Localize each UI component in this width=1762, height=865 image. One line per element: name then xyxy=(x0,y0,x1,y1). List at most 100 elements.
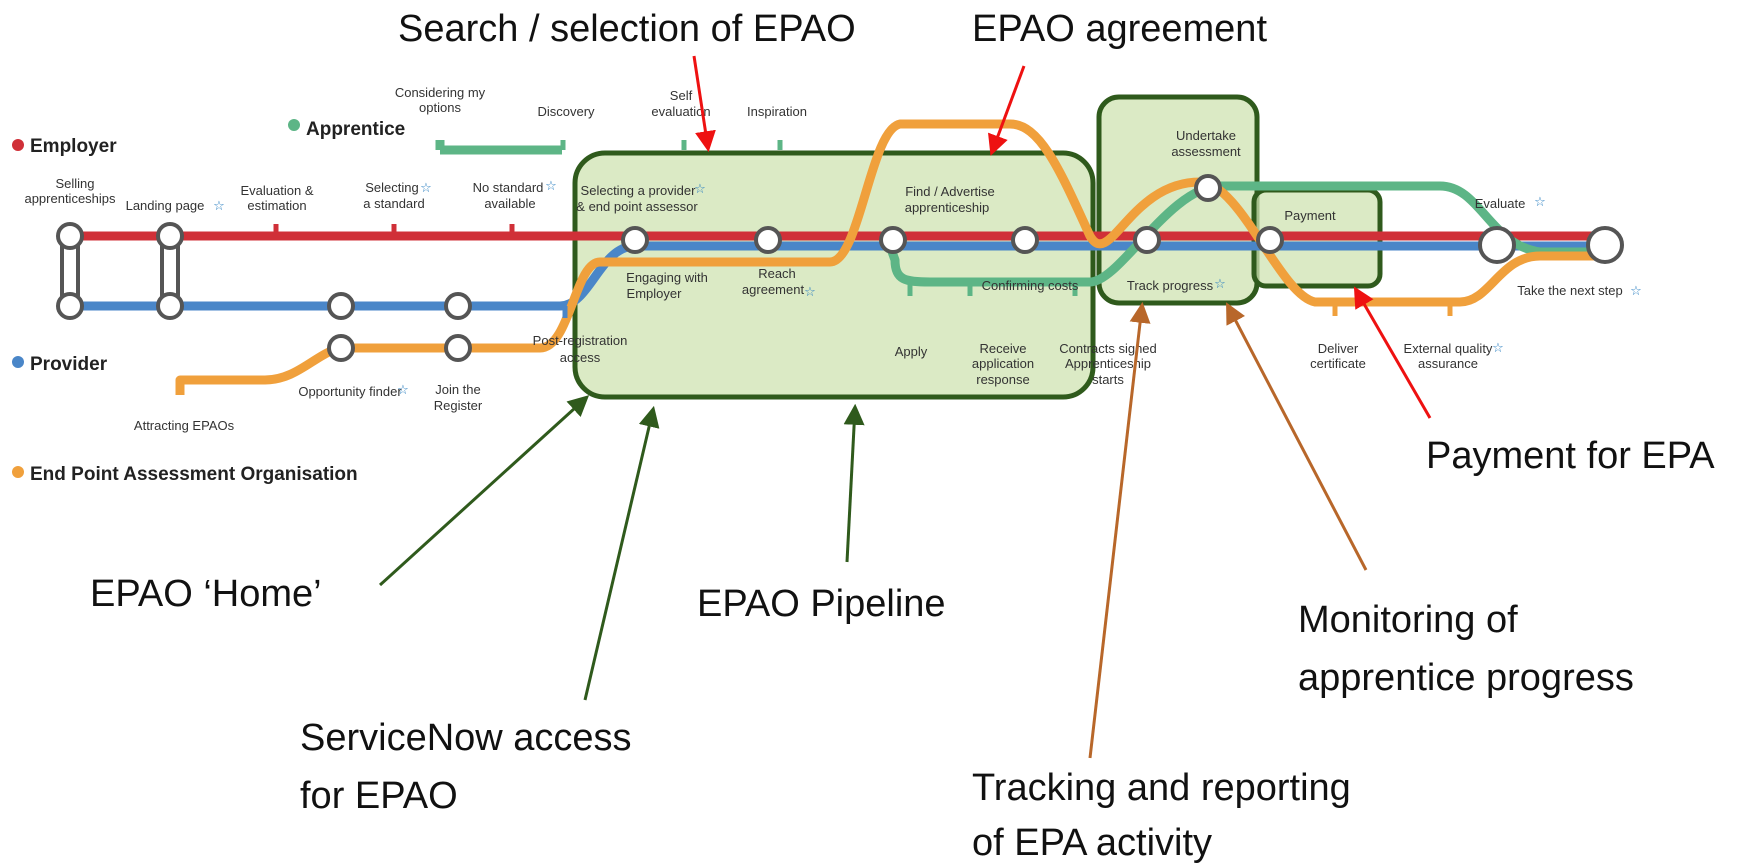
label-apply: Apply xyxy=(895,344,928,359)
arrow-search-selection xyxy=(692,55,716,153)
track-star-icon: ☆ xyxy=(1214,277,1226,292)
annotation-monitoring-2: apprentice progress xyxy=(1298,657,1634,699)
take-next-star-icon: ☆ xyxy=(1630,284,1642,299)
dashed-segments xyxy=(78,140,565,311)
legend-apprentice-dot xyxy=(288,119,300,131)
label-attracting: Attracting EPAOs xyxy=(134,418,235,433)
legend-epao-dot xyxy=(12,466,24,478)
annotation-search-selection: Search / selection of EPAO xyxy=(398,8,856,50)
legend: Employer Apprentice Provider End Point A… xyxy=(12,119,405,485)
label-reach-1: Reach xyxy=(758,266,796,281)
station-selling-bottom xyxy=(56,292,84,320)
station-track xyxy=(1133,226,1161,254)
no-std-star-icon: ☆ xyxy=(545,179,557,194)
station-final xyxy=(1586,226,1624,264)
label-deliver-1: Deliver xyxy=(1318,341,1359,356)
annotation-arrows xyxy=(378,55,1432,759)
label-sel-provider-2: & end point assessor xyxy=(576,199,698,214)
label-find-adv-1: Find / Advertise xyxy=(905,184,995,199)
label-contracts-3: starts xyxy=(1092,372,1124,387)
label-selling-2: apprenticeships xyxy=(24,191,116,206)
label-engaging-1: Engaging with xyxy=(626,270,708,285)
label-evaluation-1: Evaluation & xyxy=(241,183,314,198)
annotation-servicenow-2: for EPAO xyxy=(300,775,458,817)
station-opportunity-bottom xyxy=(327,334,355,362)
label-payment: Payment xyxy=(1284,208,1336,223)
annotation-tracking-2: of EPA activity xyxy=(972,822,1212,864)
label-undertake-1: Undertake xyxy=(1176,128,1236,143)
station-confirming xyxy=(1011,226,1039,254)
label-selling-1: Selling xyxy=(55,176,94,191)
label-external-1: External quality xyxy=(1404,341,1493,356)
label-self-eval-1: Self xyxy=(670,88,693,103)
label-engaging-2: Employer xyxy=(627,286,683,301)
annotation-epao-pipeline: EPAO Pipeline xyxy=(697,583,946,625)
station-join-bottom xyxy=(444,334,472,362)
annotation-payment-for-epa: Payment for EPA xyxy=(1426,435,1715,477)
external-star-icon: ☆ xyxy=(1492,341,1504,356)
label-external-2: assurance xyxy=(1418,356,1478,371)
route-lines xyxy=(70,119,1610,395)
station-reach-agreement xyxy=(754,226,782,254)
arrow-tracking xyxy=(1088,301,1151,759)
evaluate-star-icon: ☆ xyxy=(1534,195,1546,210)
legend-employer: Employer xyxy=(30,136,117,157)
station-landing-bottom xyxy=(156,292,184,320)
label-considering-1: Considering my xyxy=(395,85,486,100)
label-landing-page: Landing page xyxy=(126,198,205,213)
label-find-adv-2: apprenticeship xyxy=(905,200,990,215)
label-post-reg-2: access xyxy=(560,350,601,365)
station-evaluate xyxy=(1478,226,1516,264)
label-selecting-std-1: Selecting xyxy=(365,180,418,195)
annotation-monitoring-1: Monitoring of xyxy=(1298,599,1518,641)
selecting-std-star-icon: ☆ xyxy=(420,181,432,196)
label-receive-2: application xyxy=(972,356,1034,371)
label-evaluation-2: estimation xyxy=(247,198,306,213)
annotation-servicenow-1: ServiceNow access xyxy=(300,717,632,759)
label-deliver-2: certificate xyxy=(1310,356,1366,371)
legend-provider-dot xyxy=(12,356,24,368)
label-contracts-1: Contracts signed xyxy=(1059,341,1157,356)
label-evaluate: Evaluate xyxy=(1475,196,1526,211)
legend-employer-dot xyxy=(12,139,24,151)
label-post-reg-1: Post-registration xyxy=(533,333,628,348)
annotation-epao-agreement: EPAO agreement xyxy=(972,8,1267,50)
opportunity-star-icon: ☆ xyxy=(397,383,409,398)
legend-apprentice: Apprentice xyxy=(306,119,405,140)
legend-epao: End Point Assessment Organisation xyxy=(30,464,358,485)
station-landing-top xyxy=(156,222,184,250)
label-join-1: Join the xyxy=(435,382,481,397)
label-reach-2: agreement xyxy=(742,282,805,297)
station-find-advertise xyxy=(879,226,907,254)
label-join-2: Register xyxy=(434,398,483,413)
label-contracts-2: Apprenticeship xyxy=(1065,356,1151,371)
label-take-next: Take the next step xyxy=(1517,283,1623,298)
station-selecting-provider xyxy=(621,226,649,254)
arrow-epao-pipeline xyxy=(843,403,865,563)
station-selling-top xyxy=(56,222,84,250)
station-join-top xyxy=(444,292,472,320)
map-labels: Selling apprenticeships Landing page ☆ E… xyxy=(24,85,1641,433)
label-sel-provider-1: Selecting a provider xyxy=(581,183,697,198)
annotation-epao-home: EPAO ‘Home’ xyxy=(90,573,322,615)
label-undertake-2: assessment xyxy=(1171,144,1241,159)
label-inspiration: Inspiration xyxy=(747,104,807,119)
epao-line xyxy=(175,119,1610,395)
label-self-eval-2: evaluation xyxy=(651,104,710,119)
station-opportunity-top xyxy=(327,292,355,320)
legend-provider: Provider xyxy=(30,354,108,375)
station-undertake xyxy=(1194,174,1222,202)
arrow-payment-for-epa xyxy=(1353,286,1432,419)
label-considering-2: options xyxy=(419,100,461,115)
label-selecting-std-2: a standard xyxy=(363,196,424,211)
annotations: Search / selection of EPAO EPAO agreemen… xyxy=(90,8,1715,864)
reach-star-icon: ☆ xyxy=(804,285,816,300)
label-receive-3: response xyxy=(976,372,1029,387)
label-track: Track progress xyxy=(1127,278,1214,293)
label-discovery: Discovery xyxy=(537,104,595,119)
station-payment xyxy=(1256,226,1284,254)
pipeline-highlight-box xyxy=(572,150,1096,400)
stations xyxy=(56,174,1624,362)
label-no-std-1: No standard xyxy=(473,180,544,195)
